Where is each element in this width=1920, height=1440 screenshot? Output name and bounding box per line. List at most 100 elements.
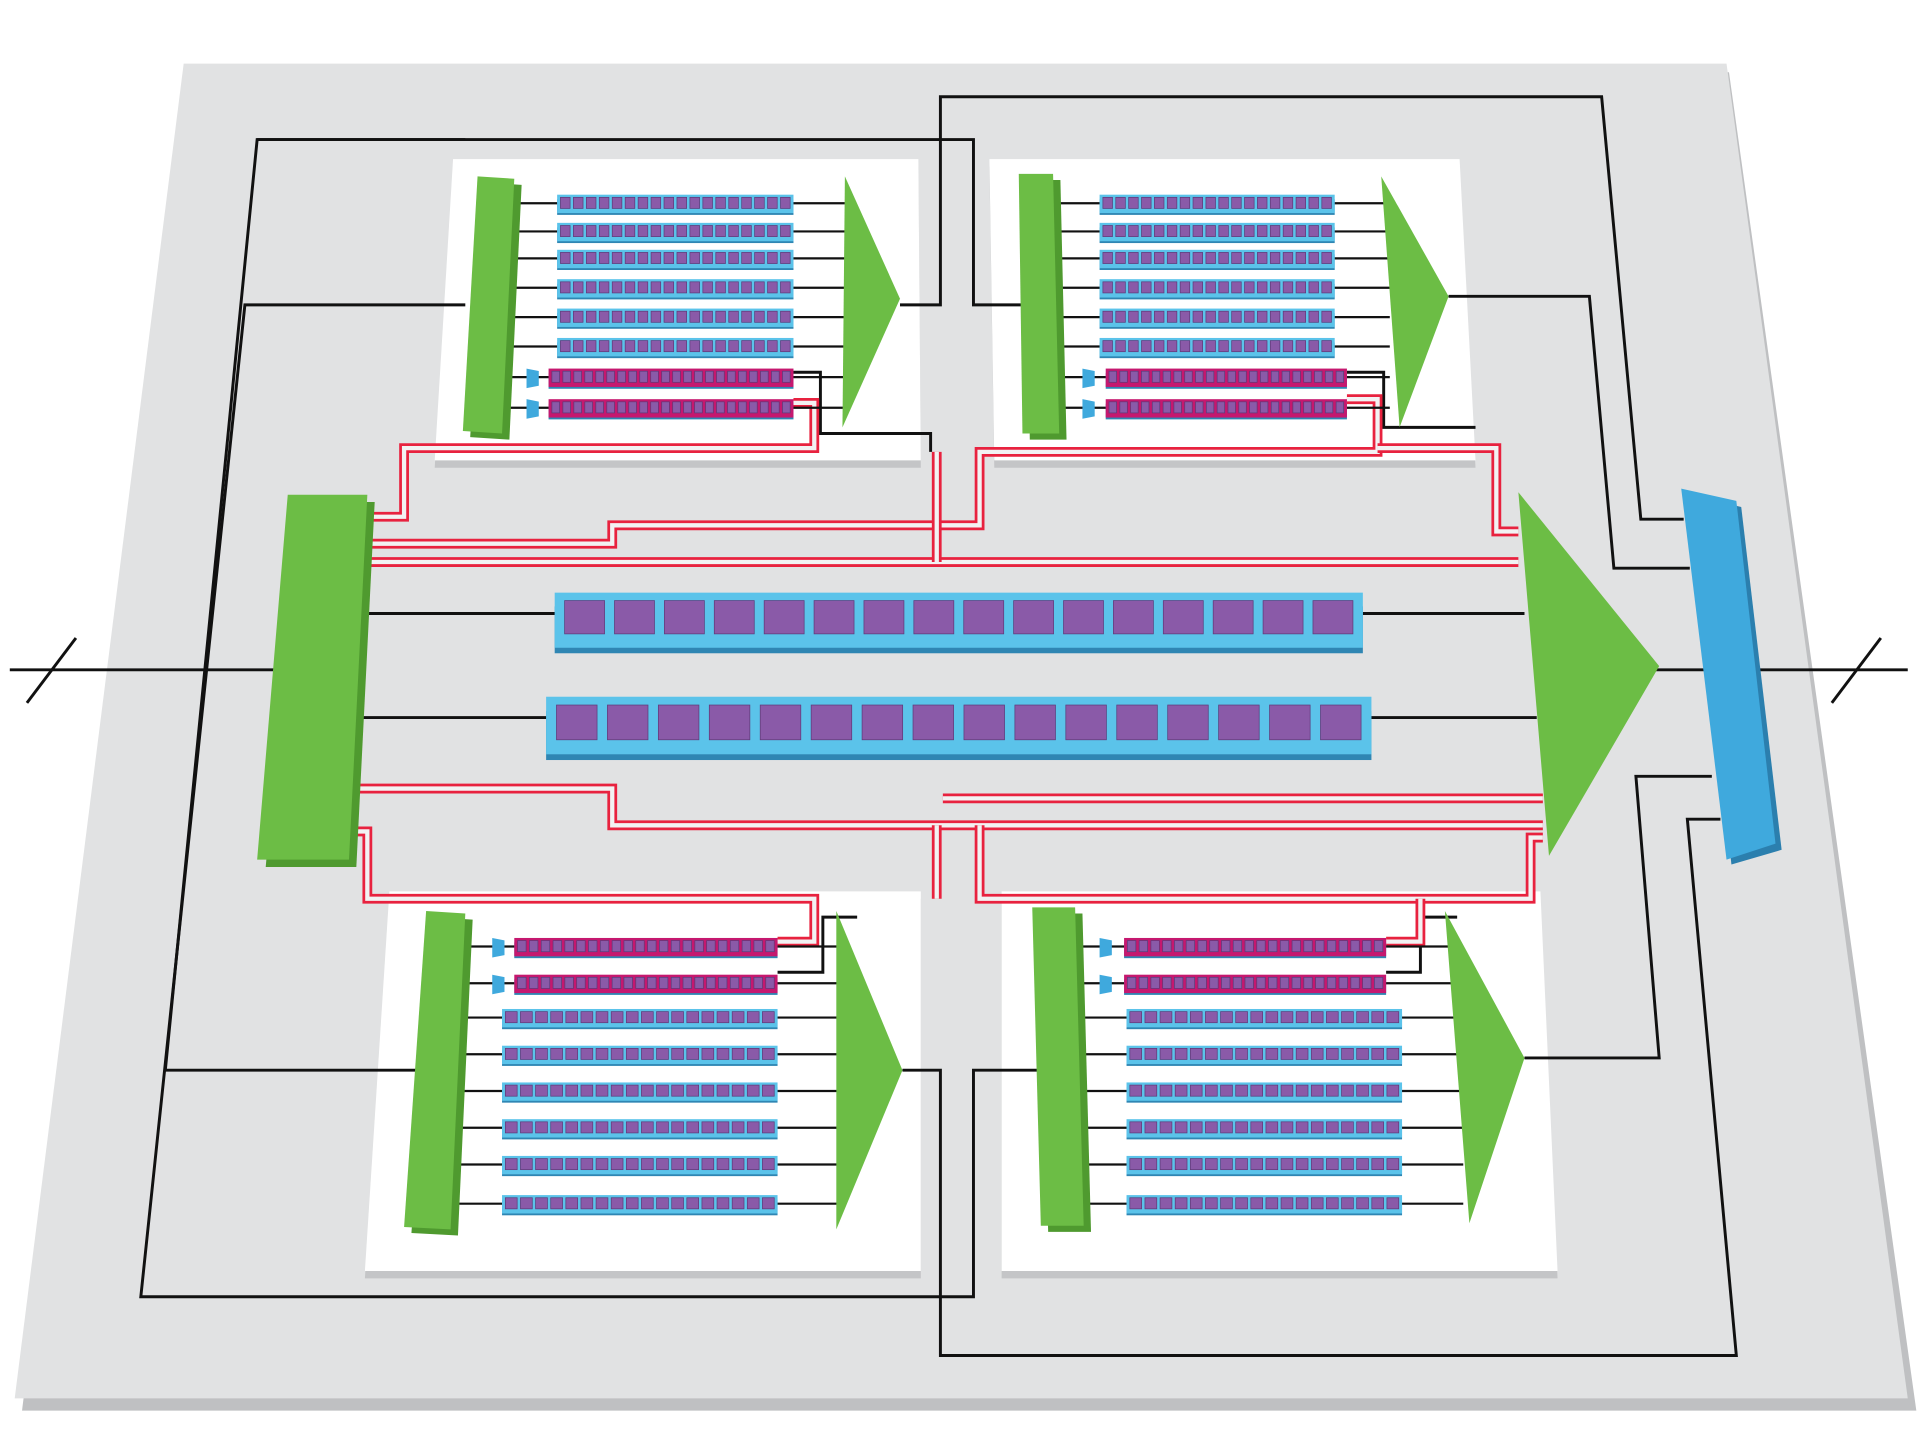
blue-cell-row-top-right-cell <box>1128 281 1139 294</box>
blue-cell-row-bottom-left-cell <box>762 1158 775 1171</box>
center-cell-row-1-cell <box>1162 600 1204 635</box>
blue-cell-row-bottom-right-cell <box>1144 1047 1158 1060</box>
blue-cell-row-bottom-left-cell <box>686 1047 700 1060</box>
blue-cell-row-bottom-left-cell <box>686 1158 700 1171</box>
blue-cell-row-bottom-left-cell <box>701 1121 715 1134</box>
buffer-icon-bottom-right <box>1099 974 1112 995</box>
center-cell-row-1-cell <box>564 600 605 635</box>
magenta-cell-row-bottom-left-cell <box>552 976 562 989</box>
magenta-cell-row-bottom-right-cell <box>1150 940 1160 953</box>
blue-cell-row-bottom-left-cell <box>595 1158 609 1171</box>
magenta-cell-row-bottom-right-cell <box>1303 976 1313 989</box>
blue-cell-row-bottom-left-cell <box>625 1197 639 1210</box>
blue-cell-row-top-left-cell <box>637 196 649 209</box>
black-wire-13 <box>793 370 933 452</box>
mux-bar-top-right <box>1018 173 1060 434</box>
magenta-cell-row-top-left-cell <box>551 370 560 383</box>
blue-cell-row-bottom-right-cell <box>1265 1197 1279 1210</box>
magenta-cell-row-top-right <box>1105 368 1347 389</box>
blue-cell-row-bottom-right-cell <box>1341 1197 1354 1210</box>
blue-cell-row-bottom-right-cell <box>1189 1084 1203 1097</box>
blue-cell-row-top-right-cell <box>1192 281 1203 294</box>
magenta-cell-row-bottom-left-cell <box>670 940 681 953</box>
blue-cell-row-top-right-cell <box>1218 281 1229 294</box>
blue-cell-row-bottom-right-cell <box>1205 1197 1218 1210</box>
blue-cell-row-top-right-cell <box>1231 281 1242 294</box>
blue-cell-row-top-right-cell <box>1166 310 1178 323</box>
blue-cell-row-top-left-cell <box>780 310 791 323</box>
blue-cell-row-bottom-right-cell <box>1341 1084 1354 1097</box>
blue-cell-row-top-right-cell <box>1308 252 1319 264</box>
blue-cell-row-top-left-cell <box>767 340 778 353</box>
magenta-cell-row-bottom-left-cell <box>753 940 763 953</box>
center-mux-bar <box>257 494 368 860</box>
blue-cell-row-top-left-cell <box>702 225 713 237</box>
magenta-cell-row-bottom-left-cell <box>729 940 740 953</box>
blue-cell-row-bottom-left-cell <box>656 1197 669 1210</box>
magenta-cell-row-bottom-right-cell <box>1150 976 1160 989</box>
magenta-cell-row-bottom-left-cell <box>576 976 586 989</box>
center-cell-row-2-cell <box>1320 704 1362 741</box>
blue-cell-row-top-right-cell <box>1244 281 1255 294</box>
blue-cell-row-top-right-cell <box>1231 310 1242 323</box>
buffer-icon-top-right <box>1082 368 1095 389</box>
blue-cell-row-bottom-left-cell <box>716 1158 730 1171</box>
blue-cell-row-top-right-cell <box>1269 196 1281 209</box>
magenta-cell-row-top-right-cell <box>1270 370 1280 383</box>
blue-cell-row-bottom-left-cell <box>610 1047 624 1060</box>
blue-cell-row-top-left-cell <box>663 340 675 353</box>
blue-cell-row-bottom-left-cell <box>686 1084 700 1097</box>
blue-cell-row-bottom-right-cell <box>1159 1047 1173 1060</box>
blue-cell-row-bottom-right-cell <box>1371 1121 1384 1134</box>
blue-cell-row-bottom-left-cell <box>762 1011 775 1024</box>
blue-cell-row-bottom-right-cell <box>1144 1011 1158 1024</box>
blue-cell-row-top-right-cell <box>1192 340 1203 353</box>
blue-cell-row-top-right-cell <box>1269 225 1281 237</box>
blue-cell-row-top-left-cell <box>702 340 713 353</box>
blue-cell-row-bottom-left <box>502 1155 778 1177</box>
blue-cell-row-top-right-cell <box>1231 196 1242 209</box>
magenta-cell-row-bottom-right-cell <box>1362 976 1372 989</box>
blue-cell-row-bottom-right-cell <box>1265 1011 1279 1024</box>
center-cell-row-2-cell <box>1065 704 1107 741</box>
magenta-cell-row-top-left-cell <box>771 401 780 414</box>
blue-cell-row-bottom-right-cell <box>1371 1158 1384 1171</box>
blue-cell-row-bottom-left-cell <box>671 1084 684 1097</box>
blue-cell-row-bottom-right-cell <box>1220 1047 1233 1060</box>
blue-cell-row-top-right-cell <box>1179 281 1191 294</box>
blue-cell-row-top-left-cell <box>702 281 713 294</box>
blue-cell-row-top-left-cell <box>560 310 571 323</box>
magenta-cell-row-top-left-cell <box>595 370 604 383</box>
blue-cell-row-top-right-cell <box>1115 252 1126 264</box>
blue-cell-row-top-right <box>1099 249 1335 270</box>
magenta-cell-row-bottom-left-cell <box>611 940 621 953</box>
blue-cell-row-bottom-left-cell <box>625 1121 639 1134</box>
blue-cell-row-top-left-cell <box>663 252 675 264</box>
blue-cell-row-top-right-cell <box>1192 310 1203 323</box>
black-wire-3 <box>900 95 1684 521</box>
magenta-cell-row-bottom-right-cell <box>1373 976 1384 989</box>
blue-cell-row-bottom-left-cell <box>762 1047 775 1060</box>
magenta-cell-row-bottom-right-cell <box>1138 976 1148 989</box>
buffer-icon-top-right <box>1082 399 1095 419</box>
blue-cell-row-bottom-left-cell <box>701 1158 715 1171</box>
black-wire-15 <box>777 915 858 974</box>
blue-cell-row-bottom-right-cell <box>1189 1011 1203 1024</box>
blue-cell-row-top-right-cell <box>1218 225 1229 237</box>
blue-cell-row-bottom-left-cell <box>550 1047 563 1060</box>
magenta-cell-row-bottom-right-cell <box>1197 940 1207 953</box>
blue-cell-row-bottom-right-cell <box>1235 1158 1248 1171</box>
blue-cell-row-top-left-cell <box>780 252 791 264</box>
blue-cell-row-top-left-cell <box>637 340 649 353</box>
blue-cell-row-top-left-cell <box>598 196 610 209</box>
blue-cell-row-bottom-right-cell <box>1250 1011 1263 1024</box>
blue-cell-row-top-left <box>557 222 794 244</box>
blue-cell-row-top-left-cell <box>676 196 687 209</box>
magenta-cell-row-top-right-cell <box>1173 370 1182 383</box>
blue-cell-row-bottom-right-cell <box>1341 1047 1354 1060</box>
magenta-cell-row-bottom-right-cell <box>1268 976 1278 989</box>
blue-cell-row-bottom-left-cell <box>565 1047 579 1060</box>
blue-cell-row-bottom-right-cell <box>1280 1084 1294 1097</box>
blue-cell-row-bottom-right-cell <box>1386 1121 1400 1134</box>
red-wire-gap-0 <box>367 400 817 519</box>
